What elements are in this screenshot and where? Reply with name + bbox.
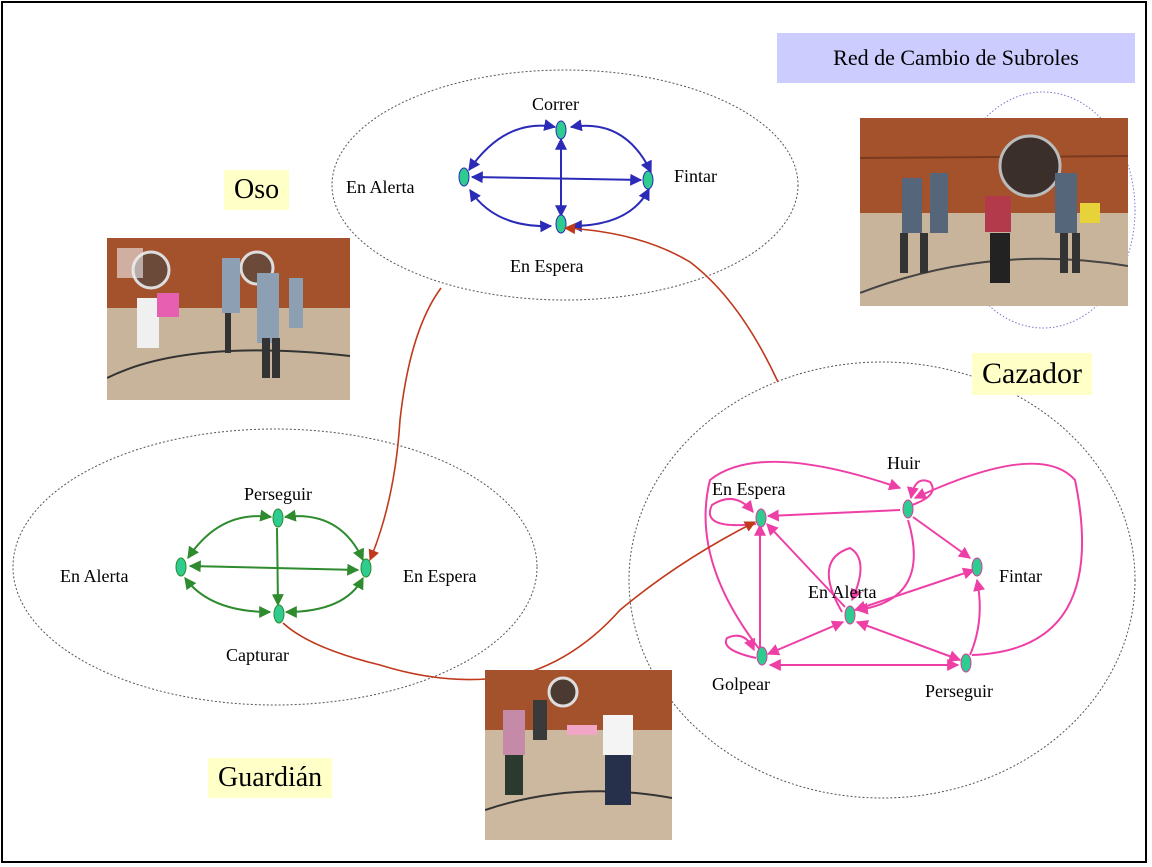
photo-highlight-ellipse [950, 91, 1136, 329]
cazador-edge [969, 578, 985, 656]
role-label-cazador: Cazador [972, 353, 1092, 395]
cazador-edge [912, 516, 971, 559]
cazador-edge [766, 509, 901, 522]
photo-oso-gym-scene [107, 238, 350, 400]
oso-edge [569, 187, 650, 232]
oso-nodes [458, 120, 654, 234]
cazador-edge [724, 634, 757, 659]
cazador-edge [709, 497, 757, 527]
oso-node-correr [555, 120, 567, 140]
cazador-node-perseguir [960, 653, 972, 673]
guardian-node-en-espera [360, 558, 372, 578]
cazador-label-golpear: Golpear [712, 674, 770, 694]
guardian-label-capturar: Capturar [226, 645, 289, 665]
guardian-edge [271, 527, 284, 607]
cazador-edge [906, 479, 934, 506]
oso-node-en-espera [555, 214, 567, 234]
oso-label-en-alerta: En Alerta [346, 177, 414, 197]
cazador-node-en-alerta [844, 605, 856, 625]
transition-oso-to-guardian [368, 287, 442, 562]
cazador-node-huir [902, 499, 914, 519]
guardian-node-en-alerta [175, 557, 187, 577]
guardian-cluster-ellipse [12, 428, 538, 706]
cazador-edge [827, 546, 862, 613]
oso-edge [569, 119, 652, 174]
guardian-edges [184, 509, 364, 618]
cazador-node-golpear [756, 646, 768, 666]
guardian-label-en-espera: En Espera [403, 566, 476, 586]
cazador-edge [704, 460, 902, 651]
guardian-nodes [175, 508, 372, 624]
guardian-edge [284, 576, 364, 618]
oso-edge [468, 119, 557, 171]
role-label-oso: Oso [224, 170, 290, 210]
diagram-title: Red de Cambio de Subroles [777, 33, 1135, 83]
cazador-node-en-espera [755, 508, 767, 528]
oso-node-en-alerta [458, 167, 470, 187]
cazador-label-en-alerta: En Alerta [808, 582, 876, 602]
oso-edge [469, 188, 553, 233]
transition-cazador-to-oso [563, 222, 779, 383]
cazador-cluster-ellipse [628, 361, 1136, 799]
guardian-node-capturar [273, 604, 285, 624]
cazador-label-perseguir: Perseguir [925, 681, 993, 701]
cazador-edge [855, 620, 962, 662]
cazador-label-huir: Huir [887, 453, 920, 473]
role-label-guardian: Guardián [208, 758, 333, 798]
guardian-edge [187, 509, 273, 559]
cazador-label-fintar: Fintar [999, 566, 1042, 586]
oso-cluster-ellipse [331, 69, 799, 301]
cazador-node-fintar [971, 557, 983, 577]
guardian-label-en-alerta: En Alerta [60, 566, 128, 586]
cazador-label-en-espera: En Espera [712, 479, 785, 499]
photo-guardian-gym-scene [485, 670, 672, 840]
oso-label-fintar: Fintar [674, 166, 717, 186]
oso-edge [470, 171, 643, 186]
guardian-edge [188, 560, 360, 576]
guardian-node-perseguir [272, 508, 284, 528]
photo-cazador-gym-scene [860, 118, 1128, 306]
cazador-edges [704, 460, 1083, 671]
oso-label-correr: Correr [532, 94, 579, 114]
guardian-label-perseguir: Perseguir [244, 484, 312, 504]
guardian-edge [283, 509, 364, 562]
cazador-edge [766, 620, 845, 656]
oso-label-en-espera: En Espera [510, 256, 583, 276]
role-transition-edges [282, 222, 779, 681]
cazador-edge [853, 567, 976, 613]
oso-node-fintar [642, 170, 654, 190]
cazador-edge [913, 462, 1083, 656]
cazador-nodes [755, 499, 983, 673]
oso-edges [468, 119, 652, 233]
guardian-edge [184, 577, 272, 618]
